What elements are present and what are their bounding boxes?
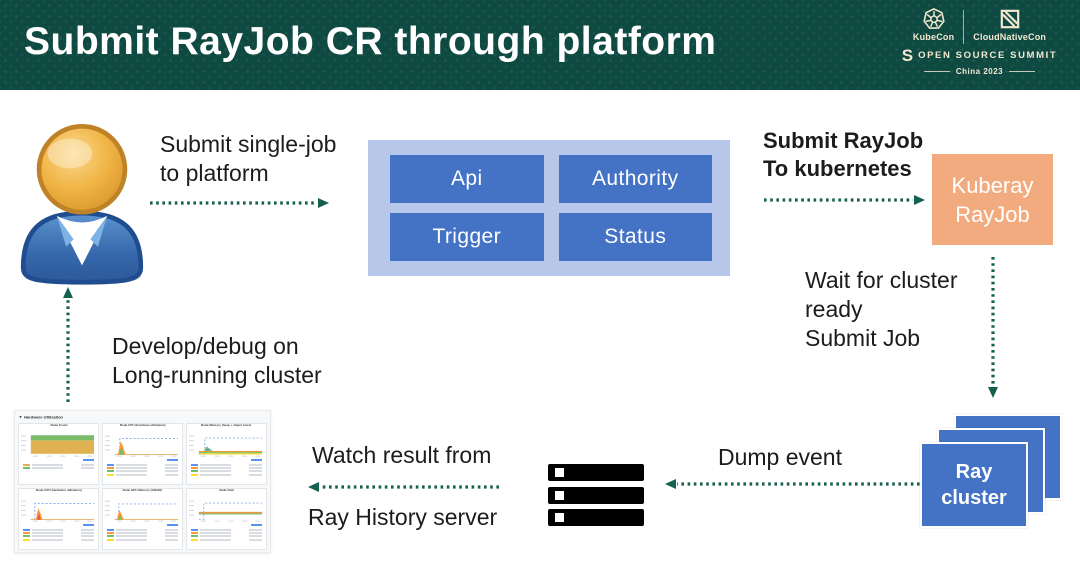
arrow-debug-to-user [63, 287, 73, 402]
kubecon-label: KubeCon [912, 32, 955, 42]
ray-cluster-stack: Ray cluster [920, 414, 1066, 530]
panel-node-gpu: Node GPU (hardware utilization) [18, 488, 99, 550]
open-source-summit-logo: S OPEN SOURCE SUMMIT [897, 46, 1062, 65]
panel-link [83, 459, 94, 461]
event-logos: KubeCon CloudNativeCon S OPEN SOURCE SUM… [897, 8, 1062, 76]
open-source-summit-label: OPEN SOURCE SUMMIT [918, 50, 1058, 61]
panel-legend [103, 527, 182, 549]
label-ray-history-server: Ray History server [308, 504, 498, 530]
arrow-kuberay-to-cluster [988, 257, 998, 398]
node-gpu-memory-chart [103, 497, 182, 523]
platform-module-trigger: Trigger [390, 213, 544, 261]
panel-link [167, 459, 178, 461]
edition-row: China 2023 [897, 67, 1062, 76]
panel-node-cpu: Node CPU (hardware utilization) [102, 423, 183, 485]
panel-legend [187, 527, 266, 549]
kubecon-helm-icon [922, 8, 945, 29]
node-disk-chart [187, 497, 266, 523]
platform-module-authority: Authority [558, 155, 712, 203]
platform-module-status: Status [558, 213, 712, 261]
slide-title: Submit RayJob CR through platform [24, 20, 717, 63]
panel-node-memory: Node Memory (heap + object store) [186, 423, 267, 485]
node-cpu-chart [103, 432, 182, 458]
dashboard-section-title: Hardware Utilization [24, 414, 64, 420]
panel-node-disk: Node Disk [186, 488, 267, 550]
arrow-server-to-dashboard [308, 482, 499, 492]
user-person-icon [20, 123, 144, 285]
label-develop-debug: Develop/debug on Long-running cluster [112, 333, 322, 388]
grafana-dashboard-thumbnail: ▾ Hardware Utilization Node Count [14, 410, 271, 553]
panel-node-gpu-memory: Node GPU Memory (GRAM) [102, 488, 183, 550]
header-banner: Submit RayJob CR through platform [0, 0, 1080, 90]
panel-link [83, 524, 94, 526]
server-rack-bar [548, 486, 644, 504]
ray-cluster-box-front: Ray cluster [920, 442, 1028, 528]
cloudnativecon-label: CloudNativeCon [973, 32, 1047, 42]
panel-legend [103, 462, 182, 484]
history-server-icon [548, 464, 644, 532]
platform-container: Api Authority Trigger Status [368, 140, 730, 276]
edition-dash-right [1009, 71, 1036, 72]
label-watch-result: Watch result from [312, 442, 492, 468]
label-submit-rayjob: Submit RayJob To kubernetes [763, 128, 924, 181]
panel-link [251, 459, 262, 461]
platform-module-api: Api [390, 155, 544, 203]
label-wait-cluster: Wait for cluster ready Submit Job [805, 267, 958, 351]
cloudnativecon-logo: CloudNativeCon [973, 8, 1046, 42]
arrow-cluster-to-server [665, 479, 932, 489]
panel-node-count: Node Count [18, 423, 99, 485]
node-count-chart [19, 432, 98, 458]
logo-divider [963, 10, 965, 44]
panel-legend [19, 527, 98, 549]
dashboard-section-header: ▾ Hardware Utilization [15, 411, 270, 423]
server-rack-bar [548, 464, 644, 481]
kubecon-logo: KubeCon [913, 8, 954, 42]
arrow-user-to-platform [150, 198, 329, 208]
node-memory-chart [187, 432, 266, 458]
node-gpu-chart [19, 497, 98, 523]
arrow-platform-to-kuberay [764, 195, 925, 205]
panel-link [251, 524, 262, 526]
panel-legend [19, 462, 98, 484]
panel-link [167, 524, 178, 526]
edition-label: China 2023 [955, 67, 1004, 76]
open-source-summit-icon: S [901, 46, 914, 65]
panel-legend [187, 462, 266, 484]
label-dump-event: Dump event [717, 444, 842, 470]
collapse-caret-icon: ▾ [19, 415, 22, 420]
cloudnativecon-icon [1000, 9, 1019, 29]
server-rack-bar [548, 509, 644, 526]
edition-dash-left [923, 71, 950, 72]
kuberay-rayjob-box: Kuberay RayJob [932, 154, 1053, 245]
label-submit-single-job: Submit single-job to platform [160, 131, 337, 186]
